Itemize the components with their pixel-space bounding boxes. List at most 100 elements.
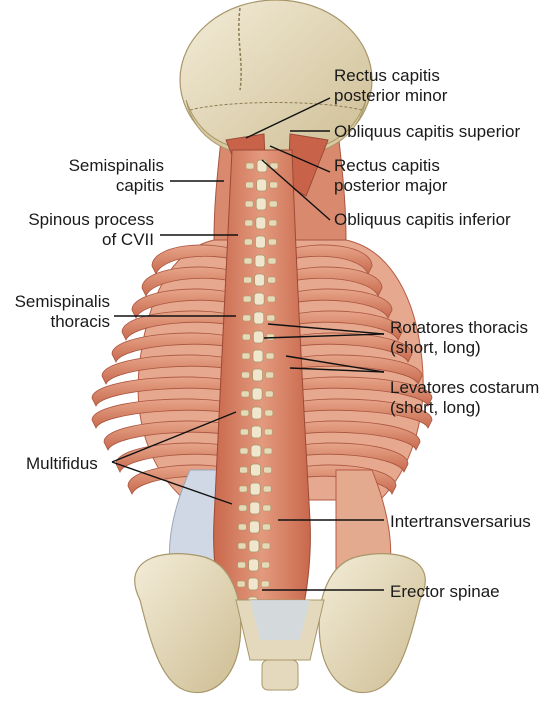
vertebra xyxy=(251,387,263,401)
transverse-process xyxy=(264,428,273,436)
leader-line xyxy=(245,97,331,139)
label-rotatores-thoracis: Rotatores thoracis(short, long) xyxy=(390,318,528,357)
transverse-process xyxy=(264,409,274,417)
transverse-process xyxy=(263,466,272,474)
vertebra xyxy=(254,273,266,287)
transverse-process xyxy=(260,580,270,588)
vertebra xyxy=(253,311,265,325)
vertebra xyxy=(250,425,262,439)
transverse-process xyxy=(242,314,252,322)
transverse-process xyxy=(269,162,279,170)
leader-line xyxy=(261,159,331,221)
transverse-process xyxy=(265,371,274,379)
rib xyxy=(279,332,413,363)
transverse-process xyxy=(245,181,254,189)
transverse-process xyxy=(238,523,247,531)
vertebra xyxy=(250,444,262,458)
rib xyxy=(141,266,245,297)
transverse-process xyxy=(240,390,250,398)
vertebra xyxy=(248,539,260,553)
transverse-process xyxy=(243,257,253,265)
rib xyxy=(279,354,423,385)
transverse-process xyxy=(269,181,278,189)
vertebra xyxy=(248,520,260,534)
transverse-process xyxy=(262,504,272,512)
vertebra xyxy=(256,178,268,192)
leader-line xyxy=(289,367,385,373)
transverse-process xyxy=(261,561,270,569)
label-multifidus: Multifidus xyxy=(26,454,98,473)
vertebra xyxy=(252,349,264,363)
leader-line xyxy=(269,145,331,173)
transverse-process xyxy=(268,200,278,208)
vertebra xyxy=(256,159,268,173)
vertebra xyxy=(248,558,260,572)
rib xyxy=(115,442,245,473)
rib xyxy=(103,420,245,451)
transverse-process xyxy=(267,257,277,265)
rib xyxy=(279,266,383,297)
transverse-process xyxy=(239,447,249,455)
rib xyxy=(279,420,421,451)
transverse-process xyxy=(236,580,246,588)
label-obliquus-capitis-superior: Obliquus capitis superior xyxy=(334,122,521,141)
vertebra xyxy=(255,197,267,211)
transverse-process xyxy=(241,352,251,360)
transverse-process xyxy=(262,523,271,531)
transverse-process xyxy=(242,295,252,303)
rib xyxy=(101,354,245,385)
pelvis xyxy=(134,553,426,694)
vertebral-column xyxy=(236,159,279,610)
transverse-process xyxy=(237,542,247,550)
rib xyxy=(111,332,245,363)
label-obliquus-capitis-inferior: Obliquus capitis inferior xyxy=(334,210,511,229)
transverse-process xyxy=(241,371,250,379)
vertebra xyxy=(249,501,261,515)
rib xyxy=(91,398,245,429)
leader-line xyxy=(263,333,385,339)
label-erector-spinae: Erector spinae xyxy=(390,582,500,601)
vertebra xyxy=(253,292,265,306)
transverse-process xyxy=(238,504,248,512)
vertebra xyxy=(255,216,267,230)
leader-lines xyxy=(111,97,385,591)
vertebra xyxy=(249,482,261,496)
transverse-process xyxy=(268,238,277,246)
leader-line xyxy=(285,355,385,373)
vertebra xyxy=(252,368,264,382)
transverse-process xyxy=(240,428,249,436)
transverse-process xyxy=(266,314,276,322)
transverse-process xyxy=(266,295,276,303)
transverse-process xyxy=(261,542,271,550)
transverse-process xyxy=(267,276,276,284)
transverse-process xyxy=(237,561,246,569)
leader-line xyxy=(111,411,237,463)
rib xyxy=(131,288,245,319)
label-intertransversarius: Intertransversarius xyxy=(390,512,531,531)
transverse-process xyxy=(264,390,274,398)
rib-group xyxy=(91,244,433,495)
rib xyxy=(121,310,245,341)
vertebra xyxy=(254,254,266,268)
rib xyxy=(279,310,403,341)
transverse-process xyxy=(265,352,275,360)
transverse-process xyxy=(242,333,251,341)
vertebra xyxy=(252,330,264,344)
label-levatores-costarum: Levatores costarum(short, long) xyxy=(390,378,540,417)
transverse-process xyxy=(245,162,255,170)
leader-line xyxy=(111,461,233,505)
vertebra xyxy=(251,406,263,420)
vertebra xyxy=(247,577,259,591)
transverse-process xyxy=(239,466,248,474)
rib xyxy=(279,376,433,407)
transverse-process xyxy=(263,447,273,455)
vertebra xyxy=(254,235,266,249)
transverse-process xyxy=(268,219,278,227)
transverse-process xyxy=(262,485,272,493)
rib xyxy=(279,398,433,429)
